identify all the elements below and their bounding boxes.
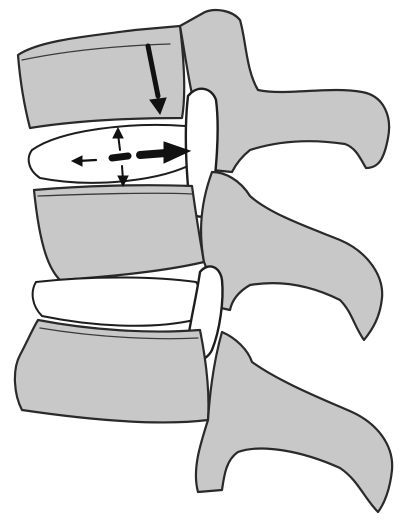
vertebra-middle-body [34, 185, 204, 280]
vertebra-lower-process [196, 332, 392, 512]
disc-lower [33, 278, 201, 326]
vertebra-lower-body [15, 320, 209, 422]
vertebra-middle-process [201, 172, 382, 340]
vertebra-lower [15, 320, 392, 512]
